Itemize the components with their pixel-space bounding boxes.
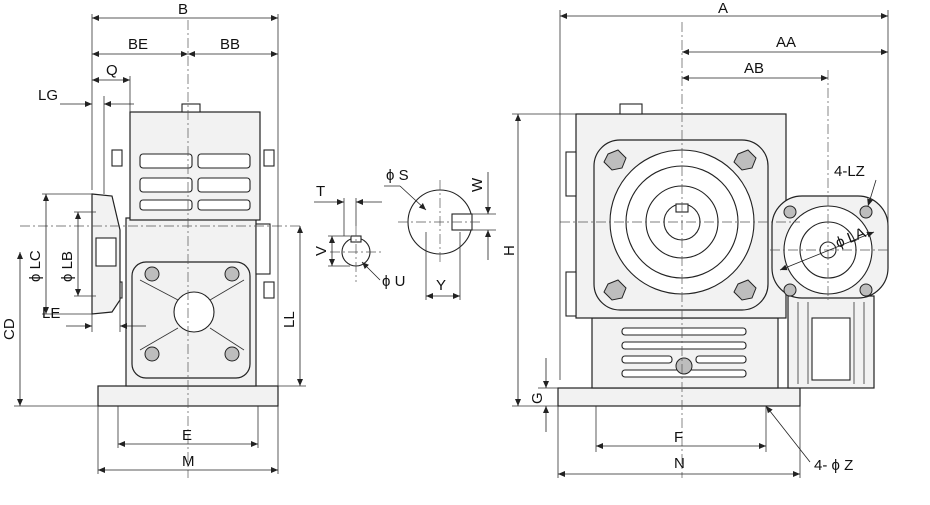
side-bolt-right-low [263, 281, 275, 299]
front-breather-plug [619, 103, 643, 115]
label-lg: LG [38, 87, 58, 104]
label-ll: LL [281, 311, 298, 328]
label-m: M [182, 453, 195, 470]
front-dimensions [512, 10, 889, 478]
side-bolt-right [263, 149, 275, 167]
label-lb: ϕ LB [59, 251, 76, 282]
front-bolt-bl [603, 279, 627, 301]
side-fins [139, 153, 251, 211]
front-bolt-tr [733, 149, 757, 171]
front-bolt-tl [603, 149, 627, 171]
side-cover-bolt-1 [144, 266, 160, 282]
side-flange-hub [95, 237, 117, 267]
front-lug-left [565, 151, 577, 197]
label-ab: AB [744, 60, 764, 77]
motor-fins [797, 302, 865, 384]
motor-bolt-4 [859, 283, 873, 297]
label-h: H [501, 245, 518, 256]
front-drain-plug [675, 357, 693, 375]
label-n: N [674, 455, 685, 472]
label-e: E [182, 427, 192, 444]
motor-bolt-1 [783, 205, 797, 219]
side-cover-bolt-4 [224, 346, 240, 362]
front-fins [621, 327, 747, 378]
motor-terminal-box [811, 317, 851, 381]
side-shaft-boss [255, 223, 271, 275]
label-be: BE [128, 36, 148, 53]
label-v: V [313, 246, 330, 256]
front-base-plate [557, 387, 801, 407]
label-aa: AA [776, 34, 796, 51]
label-lz: 4-LZ [834, 163, 865, 180]
front-lug-left-low [565, 271, 577, 317]
shaft-details [314, 172, 496, 300]
label-bb: BB [220, 36, 240, 53]
label-cd: CD [1, 318, 18, 340]
front-bolt-br [733, 279, 757, 301]
side-bolt-left [111, 149, 123, 167]
side-cover-bolt-3 [144, 346, 160, 362]
motor-bolt-3 [783, 283, 797, 297]
label-u: ϕ U [382, 273, 405, 290]
label-a: A [718, 0, 728, 17]
label-z: 4- ϕ Z [814, 457, 853, 474]
side-view [20, 20, 300, 478]
label-t: T [316, 183, 325, 200]
side-breather-plug [181, 103, 201, 113]
label-s: ϕ S [386, 167, 409, 184]
side-cover-bolt-2 [224, 266, 240, 282]
side-dimensions [14, 14, 306, 474]
label-w: W [469, 177, 486, 192]
label-le: LE [42, 305, 60, 322]
label-g: G [529, 392, 546, 404]
label-b: B [178, 1, 188, 18]
front-view [557, 22, 890, 478]
label-lc: ϕ LC [27, 250, 44, 282]
label-f: F [674, 429, 683, 446]
label-y: Y [436, 277, 446, 294]
dimension-labels: B BE BB Q LG ϕ LC ϕ LB LE CD LL E M T V … [1, 0, 868, 474]
side-output-bore [173, 291, 215, 333]
motor-bolt-2 [859, 205, 873, 219]
label-q: Q [106, 62, 118, 79]
